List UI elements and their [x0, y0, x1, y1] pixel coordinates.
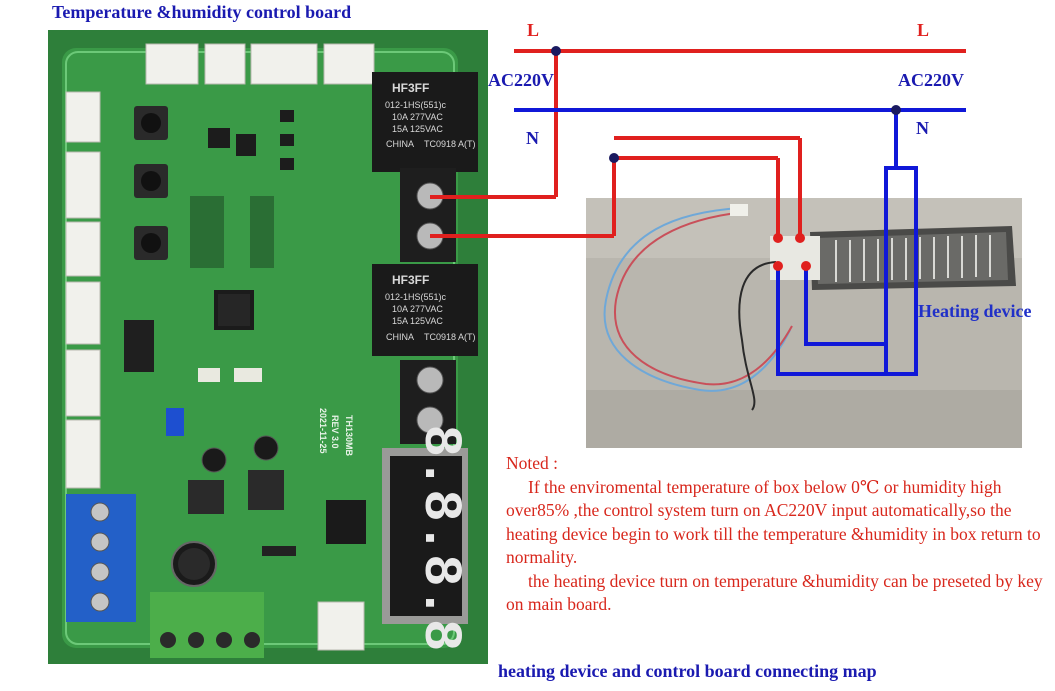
label-n-left: N: [526, 128, 539, 148]
relay-1-code: TC0918 A(T): [424, 139, 476, 149]
note-block: Noted : If the enviromental temperature …: [506, 452, 1051, 617]
note-line-1: If the enviromental temperature of box b…: [506, 476, 1041, 568]
note-heading: Noted :: [506, 453, 559, 473]
board-date: 2021-11-25: [318, 408, 328, 454]
diagram-title: Temperature &humidity control board: [52, 2, 352, 22]
relay-2-code: TC0918 A(T): [424, 332, 476, 342]
board-model: TH130MB: [344, 415, 354, 457]
label-ac220v-left: AC220V: [488, 70, 554, 90]
relay-2-model: 012-1HS(551)c: [385, 292, 447, 302]
note-line-2: the heating device turn on temperature &…: [506, 570, 1043, 615]
relay-1-origin: CHINA: [386, 139, 414, 149]
label-l-right: L: [917, 20, 930, 40]
seven-segment-display: 8.8.8.8: [409, 425, 470, 652]
relay-2-rating-1: 10A 277VAC: [392, 304, 443, 314]
wiring: [430, 49, 966, 376]
label-ac220v-right: AC220V: [898, 70, 964, 90]
relay-2-brand: HF3FF: [392, 273, 429, 287]
relay-2-rating-2: 15A 125VAC: [392, 316, 443, 326]
relay-1-rating-1: 10A 277VAC: [392, 112, 443, 122]
control-board: [48, 30, 488, 664]
relay-1-brand: HF3FF: [392, 81, 429, 95]
relay-1-rating-2: 15A 125VAC: [392, 124, 443, 134]
board-revision: REV 3.0: [330, 415, 340, 449]
relay-1-model: 012-1HS(551)c: [385, 100, 447, 110]
diagram-caption: heating device and control board connect…: [498, 661, 877, 681]
relay-2-origin: CHINA: [386, 332, 414, 342]
label-l-left: L: [527, 20, 540, 40]
heating-device-label: Heating device: [918, 301, 1032, 321]
label-n-right: N: [916, 118, 929, 138]
